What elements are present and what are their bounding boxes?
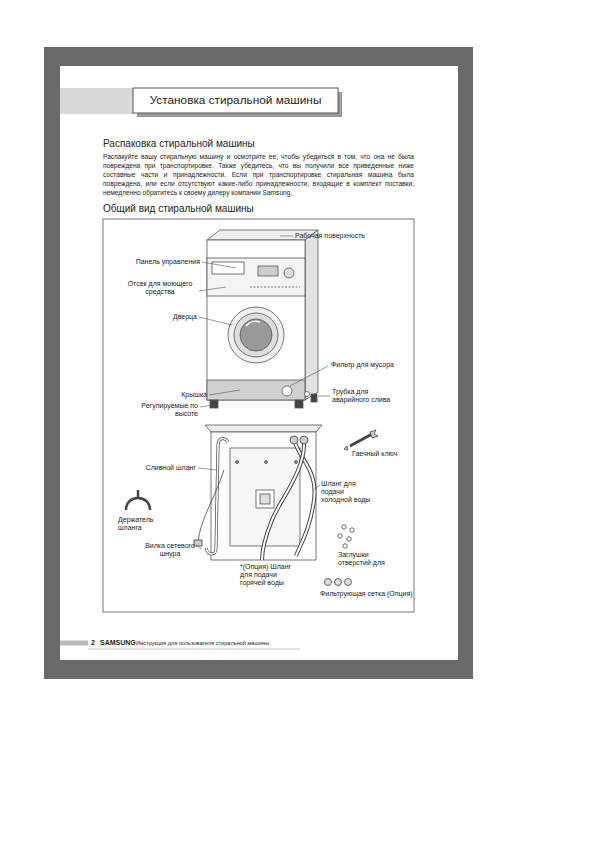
part-label: Сливной шланг — [140, 464, 196, 472]
footer-rule — [88, 649, 300, 650]
page-footer: Инструкция для пользователя стиральной м… — [136, 640, 306, 646]
part-label: Фильтр для мусора — [331, 361, 411, 369]
part-label: Трубка для аварийного слива — [332, 388, 407, 404]
body-paragraph: Распакуйте вашу стиральную машину и осмо… — [103, 152, 414, 197]
part-label: Заглушки отверстий для — [338, 551, 400, 567]
part-label: Панель управления — [110, 258, 200, 266]
title-box — [133, 88, 338, 113]
section-heading: Общий вид стиральной машины — [103, 203, 414, 215]
part-label: Гаечный ключ — [352, 450, 412, 458]
part-label: Отсек для моющего средства — [122, 280, 198, 296]
part-label: Фильтрующая сетка (Опция) — [320, 590, 414, 598]
part-label: Крышка — [140, 391, 207, 399]
title-band — [60, 88, 133, 114]
part-label: Держатель шланга — [118, 516, 173, 532]
page-frame — [44, 47, 473, 679]
part-label: Дверца — [140, 313, 197, 321]
page-footer: 2 — [91, 639, 99, 647]
washer-back — [205, 425, 322, 560]
diagram-frame — [103, 219, 414, 612]
washer-front — [207, 230, 318, 408]
part-label: Регулируемые по высоте — [140, 402, 198, 418]
part-label: Вилка сетевого шнура — [140, 542, 200, 558]
part-label: Шланг для подачи холодной воды — [321, 480, 371, 504]
footer-bar — [60, 641, 88, 646]
page-sheet — [60, 66, 458, 660]
page-footer: SAMSUNG — [100, 639, 140, 647]
part-label: *(Опция) Шланг для подачи горячей воды — [240, 563, 296, 587]
page-title: Установка стиральной машины — [133, 88, 338, 113]
leader-lines — [196, 236, 330, 549]
hoses — [194, 436, 315, 560]
section-heading: Распаковка стиральной машины — [103, 138, 423, 150]
part-label: Рабочая поверхность — [295, 232, 405, 240]
